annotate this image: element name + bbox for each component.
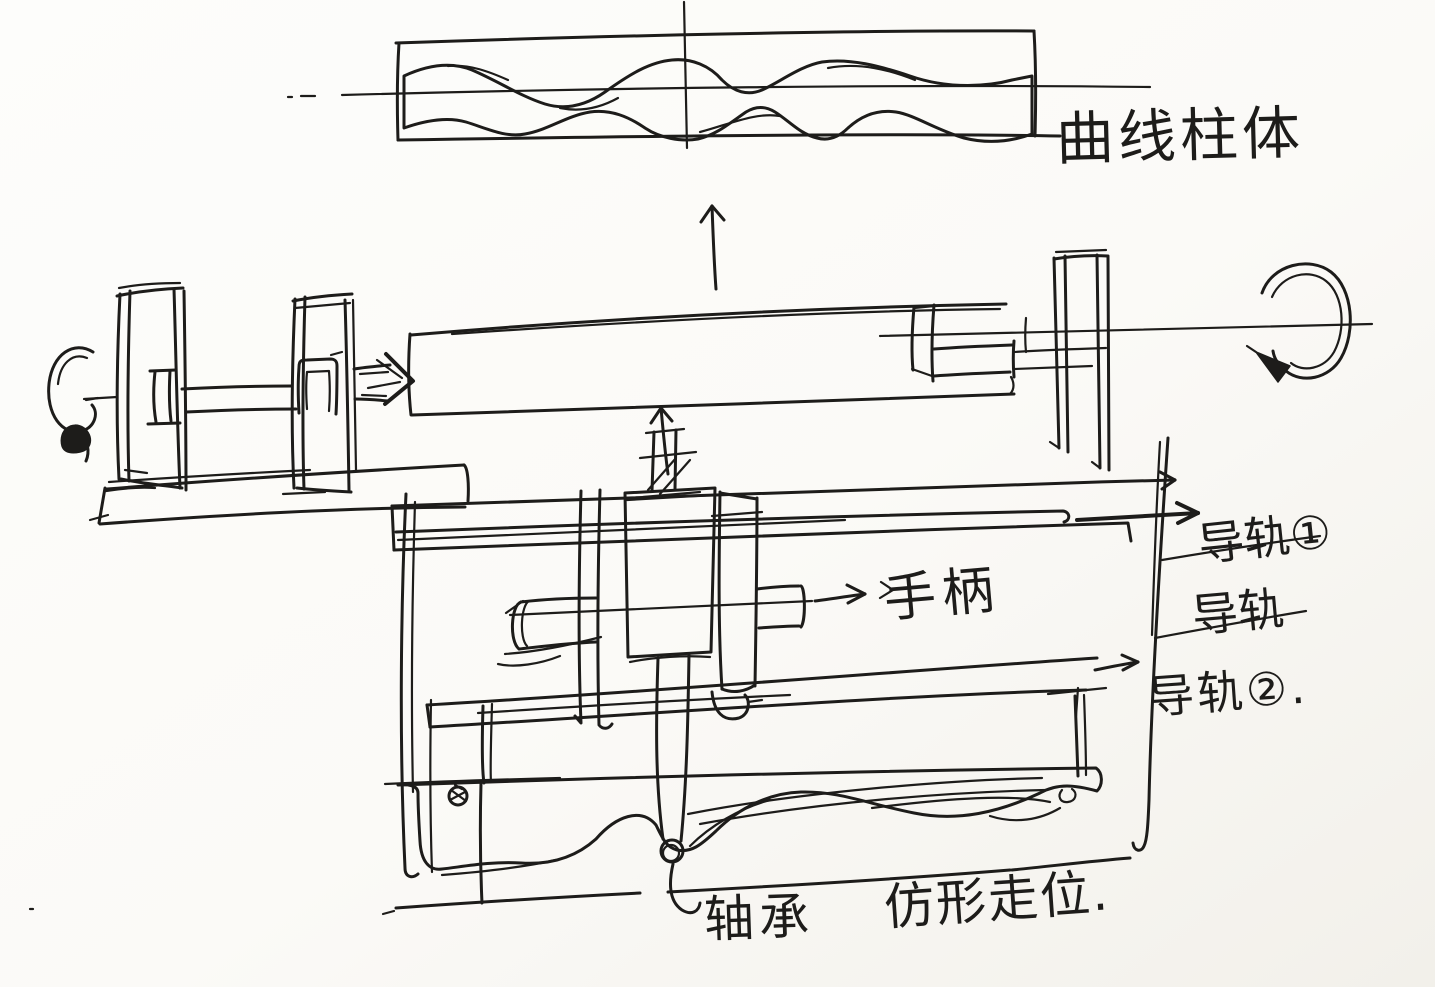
label-rail-1: 导轨① xyxy=(1195,504,1334,572)
carriage-assembly xyxy=(28,406,1322,916)
lathe-side-view xyxy=(47,248,1374,496)
handle-arrow xyxy=(813,580,895,605)
bearing-leader-line xyxy=(668,862,702,915)
up-arrow xyxy=(699,204,726,291)
base-line xyxy=(28,856,1132,916)
slider-block xyxy=(573,406,764,730)
spindle-shaft xyxy=(180,384,298,414)
guide-rail-1 xyxy=(390,470,1177,552)
label-strikethrough-strokes xyxy=(1153,534,1322,640)
label-bearing: 轴承 xyxy=(703,887,815,949)
rail1-arrow xyxy=(1075,501,1200,525)
crank-rotation-symbol xyxy=(1245,262,1352,383)
workpiece-cylinder xyxy=(407,302,1374,417)
label-rail: 导轨 xyxy=(1189,581,1287,643)
label-handle: 手柄 xyxy=(881,560,1003,630)
profile-template xyxy=(383,766,1103,877)
profile-section-view xyxy=(286,0,1152,150)
headstock-plate-right xyxy=(281,292,358,496)
drive-arrow xyxy=(352,352,415,406)
centerline-left xyxy=(82,395,119,401)
shaft-key xyxy=(146,368,182,426)
follower-roller xyxy=(659,838,685,864)
rotation-symbol-left xyxy=(47,346,100,463)
guide-rail-2 xyxy=(425,653,1140,729)
handle xyxy=(496,596,814,667)
shaft-clamp xyxy=(296,350,344,416)
tailstock-plate xyxy=(1048,248,1111,472)
label-curved-profile: 曲线柱体 xyxy=(1055,98,1305,174)
follower-stem xyxy=(655,653,691,843)
label-rail-2: 导轨②. xyxy=(1146,659,1310,725)
headstock-plate-left xyxy=(104,281,188,493)
follower-shoe xyxy=(710,690,764,721)
handle-stub-right xyxy=(755,584,806,630)
